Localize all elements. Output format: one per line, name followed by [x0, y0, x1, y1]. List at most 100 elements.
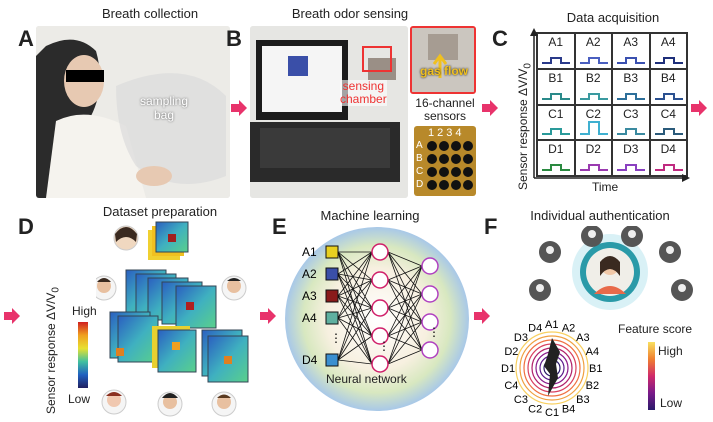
- sensor-row-labels: A B C D: [416, 139, 423, 191]
- radar-label-a4: A4: [586, 346, 599, 358]
- sensor-cell-d3: D3: [612, 140, 650, 176]
- sensor-cell-b1: B1: [537, 68, 575, 105]
- panel-letter-e: E: [272, 214, 287, 239]
- hidden-node: [371, 299, 389, 317]
- input-label: D4: [302, 353, 318, 367]
- neural-network-caption: Neural network: [326, 372, 407, 386]
- radar-label-b1: B1: [589, 363, 602, 375]
- input-node-d4: [325, 353, 339, 367]
- radar-label-a1: A1: [545, 319, 558, 331]
- panel-c-xlabel: Time: [592, 180, 619, 194]
- sensor-cell-label: C3: [623, 106, 639, 121]
- sensor-response-trace: [654, 56, 683, 64]
- sensing-chamber-box: [362, 46, 392, 72]
- arrow-into-d: [4, 308, 20, 324]
- sensor-response-trace: [542, 56, 570, 64]
- hidden-node: [421, 341, 439, 359]
- sensing-setup-photo: [250, 26, 408, 198]
- sensor-cell-label: C1: [548, 106, 564, 121]
- sensor-response-trace: [617, 128, 645, 136]
- ellipsis-marker: ⋮: [428, 325, 440, 339]
- panel-d-scale-high: High: [72, 304, 97, 318]
- sensor-column-labels: 1234: [428, 127, 465, 139]
- sensor-row-b: B: [416, 153, 423, 164]
- sensor-response-trace: [542, 128, 570, 136]
- person-with-bag-illustration: [36, 26, 230, 198]
- sensor-cell-d1: D1: [537, 140, 575, 176]
- arrow-a-to-b: [231, 100, 247, 116]
- panel-f-colorbar: [648, 342, 655, 410]
- sensor-response-trace: [654, 128, 683, 136]
- radar-label-c4: C4: [504, 380, 518, 392]
- chamber-label-line2: chamber: [340, 92, 387, 106]
- input-node-a2: [325, 267, 339, 281]
- radar-label-b3: B3: [576, 394, 589, 406]
- sensor-cell-label: A1: [548, 35, 564, 49]
- sensor-cell-label: D1: [548, 142, 564, 157]
- radar-ring: [519, 335, 585, 401]
- sensor-cell-label: D3: [623, 142, 639, 157]
- sensor-response-trace: [579, 164, 608, 171]
- sensor-response-trace: [617, 92, 645, 100]
- sensors-label-line2: sensors: [423, 109, 467, 123]
- sensor-response-trace: [654, 164, 683, 171]
- panel-letter-d: D: [18, 214, 34, 239]
- sensor-response-trace: [617, 164, 645, 171]
- arrow-d-to-e: [260, 308, 276, 324]
- input-node-a1: [325, 245, 339, 259]
- panel-d-title: Dataset preparation: [102, 204, 218, 219]
- sensor-response-trace: [542, 92, 570, 100]
- sensor-cell-label: A2: [585, 35, 601, 49]
- gas-flow-label: gas flow: [420, 64, 469, 78]
- sensor-response-trace: [579, 121, 608, 136]
- radar-ring: [515, 331, 589, 405]
- input-label: A3: [302, 289, 317, 303]
- hidden-node: [371, 327, 389, 345]
- sensor-array-photo: 1234 A B C D: [414, 126, 476, 196]
- sensor-cell-d2: D2: [574, 140, 612, 176]
- feature-score-shape: [544, 338, 560, 396]
- sensor-response-trace: [579, 92, 608, 100]
- sensor-cell-c2: C2: [574, 104, 612, 141]
- panel-f-scale-high: High: [658, 344, 683, 358]
- radar-label-b4: B4: [562, 404, 575, 416]
- sensor-cell-b3: B3: [612, 68, 650, 105]
- panel-a-title: Breath collection: [101, 6, 199, 21]
- sensor-row-d: D: [416, 179, 424, 190]
- panel-e-title: Machine learning: [320, 208, 420, 223]
- input-node-a4: [325, 311, 339, 325]
- sensor-cell-b4: B4: [649, 68, 687, 105]
- sensor-cell-label: D4: [660, 142, 676, 157]
- sensor-cell-c1: C1: [537, 104, 575, 141]
- authentication-avatars: [529, 226, 693, 310]
- panel-d-colorbar: [78, 322, 88, 388]
- radar-label-a2: A2: [562, 322, 575, 334]
- gas-flow-inset: [410, 26, 476, 94]
- radar-label-d2: D2: [504, 346, 518, 358]
- sensor-cell-label: D2: [585, 142, 601, 157]
- hidden-node: [421, 313, 439, 331]
- dataset-heatmap-stacks: [96, 221, 249, 417]
- panel-c-axes: [530, 28, 690, 182]
- panel-letter-a: A: [18, 26, 34, 51]
- sensor-cell-a2: A2: [574, 33, 612, 69]
- arrow-b-to-c: [482, 100, 498, 116]
- panel-letter-b: B: [226, 26, 242, 51]
- sensor-cell-label: C4: [660, 106, 676, 121]
- panel-d-scale-low: Low: [68, 392, 91, 406]
- ellipsis-marker: ⋮: [378, 339, 390, 353]
- sensor-cell-d4: D4: [649, 140, 687, 176]
- person-avatars: [96, 225, 247, 417]
- sensor-response-trace: [542, 164, 570, 171]
- radar-label-d1: D1: [501, 363, 515, 375]
- sensor-cell-a1: A1: [537, 33, 575, 69]
- panel-c-title: Data acquisition: [566, 10, 660, 25]
- bag-label-line1: sampling: [140, 94, 189, 108]
- sensor-cell-a3: A3: [612, 33, 650, 69]
- panel-f-title: Individual authentication: [530, 208, 670, 223]
- chamber-closeup-illustration: [412, 28, 474, 92]
- sensor-cell-label: B4: [660, 70, 676, 85]
- bag-label-line2: bag: [154, 108, 175, 122]
- panel-b-title: Breath odor sensing: [291, 6, 409, 21]
- hidden-node: [421, 257, 439, 275]
